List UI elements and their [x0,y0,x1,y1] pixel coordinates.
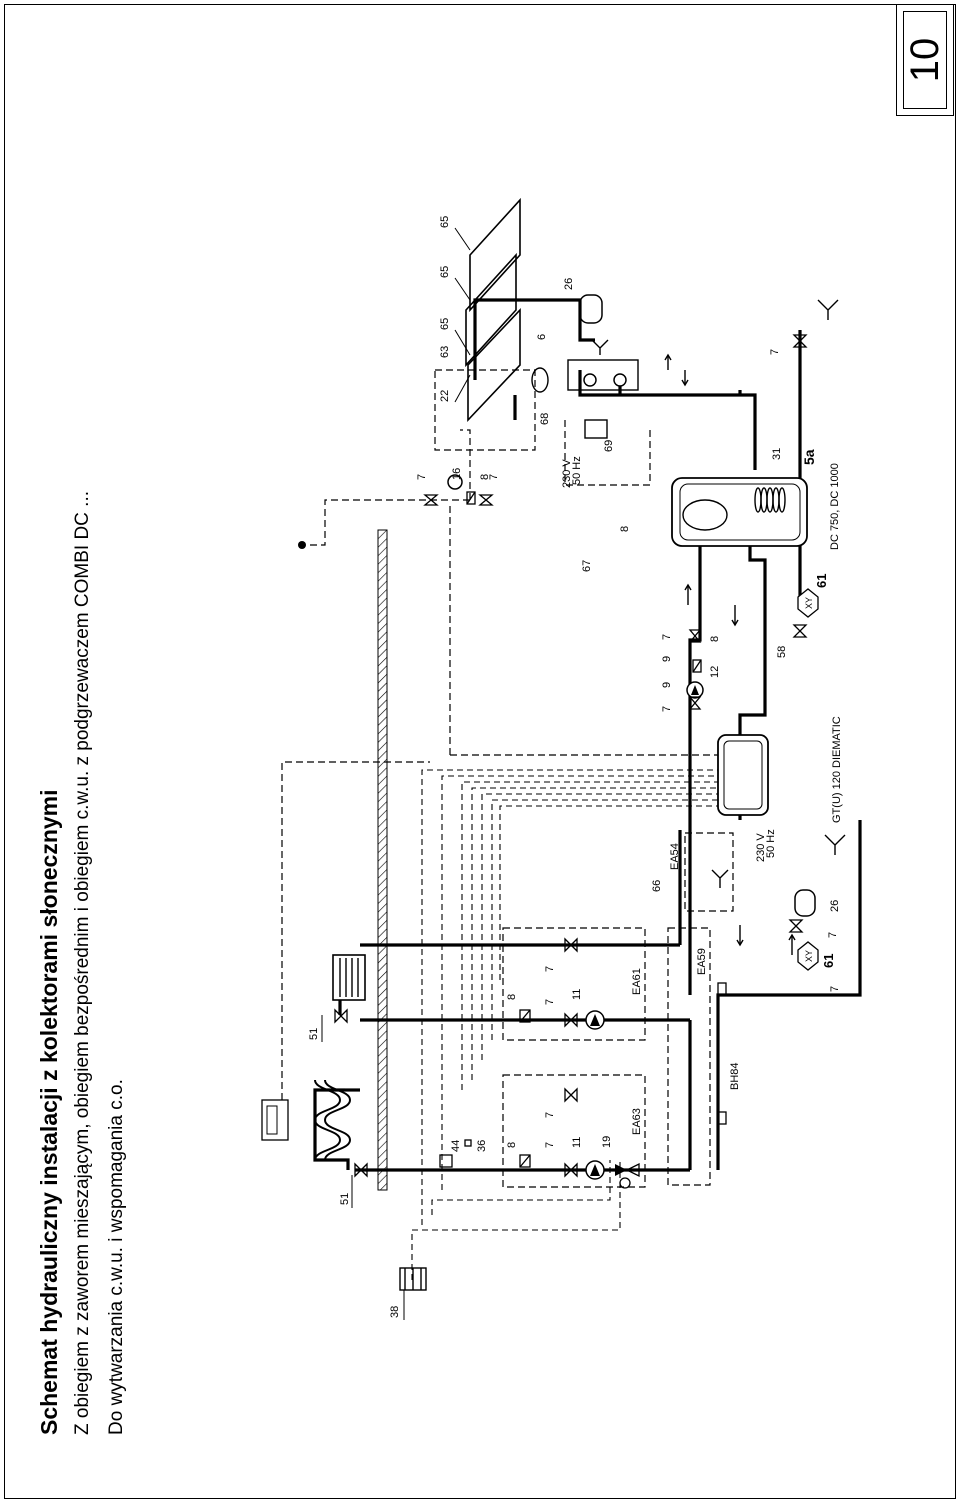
label-7-a: 7 [544,1142,556,1148]
label-69: 69 [603,440,615,452]
control-cables [411,769,720,1280]
label-16: 16 [451,468,463,480]
label-freq-boiler: 50 Hz [765,829,777,858]
page-frame [4,4,956,1499]
label-8-b: 8 [506,994,518,1000]
label-63: 63 [439,346,451,358]
solar-controller [584,419,608,439]
boiler [717,734,769,816]
label-xy-2: XY [804,597,814,609]
label-power-solar: 230 V [561,459,573,488]
label-61-b: 61 [814,574,829,588]
solar-collectors [465,197,521,423]
outdoor-sensor-group [310,429,720,756]
leader-lines [321,227,471,1320]
page-number-box: 10 [896,4,954,116]
solar-station [567,359,639,391]
label-7-f: 7 [827,932,839,938]
label-ea61: EA61 [631,968,643,995]
label-12: 12 [709,666,721,678]
label-7-c: 7 [544,999,556,1005]
air-separator [531,367,549,393]
flow-arrows [664,353,796,955]
label-67: 67 [581,560,593,572]
label-65-b: 65 [439,266,451,278]
label-7-e: 7 [829,986,841,992]
label-6: 6 [536,334,548,340]
page-number-inner-box: 10 [903,11,947,109]
drain-funnels [591,299,846,888]
building-wall [377,529,388,1191]
label-8-a: 8 [506,1142,518,1148]
label-7-h: 7 [661,634,673,640]
label-11-a: 11 [571,1137,583,1148]
outdoor-sensor [298,541,306,549]
label-7-d: 7 [544,966,556,972]
label-9-a: 9 [661,682,673,688]
label-9-b: 9 [661,656,673,662]
label-26-a: 26 [829,900,841,912]
room-thermostat [261,1099,289,1141]
tank-coil [682,487,786,531]
thermostat-cable [281,761,430,1100]
check-valves [466,491,702,1168]
label-ea54: EA54 [669,843,681,870]
label-65-c: 65 [439,216,451,228]
label-66: 66 [651,880,663,892]
xy-disconnectors [797,588,819,971]
expansion-vessels [579,294,816,917]
label-8-e: 8 [479,474,491,480]
label-power-boiler: 230 V [755,833,767,862]
label-31: 31 [771,448,783,460]
label-8-c: 8 [709,636,721,642]
label-5a: 5a [801,449,817,465]
outdoor-unit-38 [399,1267,427,1291]
label-boiler: GT(U) 120 DIEMATIC [831,716,843,823]
room-thermostat-display [266,1105,278,1135]
label-26-b: 26 [563,278,575,290]
valves [334,334,808,1178]
label-ea59: EA59 [696,948,708,975]
label-7-g: 7 [661,706,673,712]
label-68: 68 [539,413,551,425]
label-7-b: 7 [544,1112,556,1118]
label-7-i: 7 [416,474,428,480]
label-bh84: BH84 [729,1062,741,1090]
label-8-d: 8 [619,526,631,532]
label-xy-1: XY [804,950,814,962]
label-65-a: 65 [439,318,451,330]
label-7-j: 7 [488,474,500,480]
label-tank: DC 750, DC 1000 [829,463,841,550]
mixing-valve [615,1162,640,1189]
label-58: 58 [776,646,788,658]
label-36: 36 [476,1140,488,1152]
label-freq-solar: 50 Hz [571,456,583,485]
zone-boxes [434,369,734,1188]
label-51-a: 51 [339,1193,351,1205]
label-61-a: 61 [821,954,836,968]
radiator [332,954,366,1001]
label-22: 22 [439,390,451,402]
label-19: 19 [601,1136,613,1148]
floor-heating-coil [313,1079,342,1161]
label-7-k: 7 [769,349,781,355]
label-11-b: 11 [571,989,583,1000]
label-38: 38 [389,1306,401,1318]
label-ea63: EA63 [631,1108,643,1135]
dhw-tank [671,477,808,547]
label-44: 44 [450,1140,462,1152]
sensors [439,982,727,1168]
label-51-b: 51 [308,1028,320,1040]
